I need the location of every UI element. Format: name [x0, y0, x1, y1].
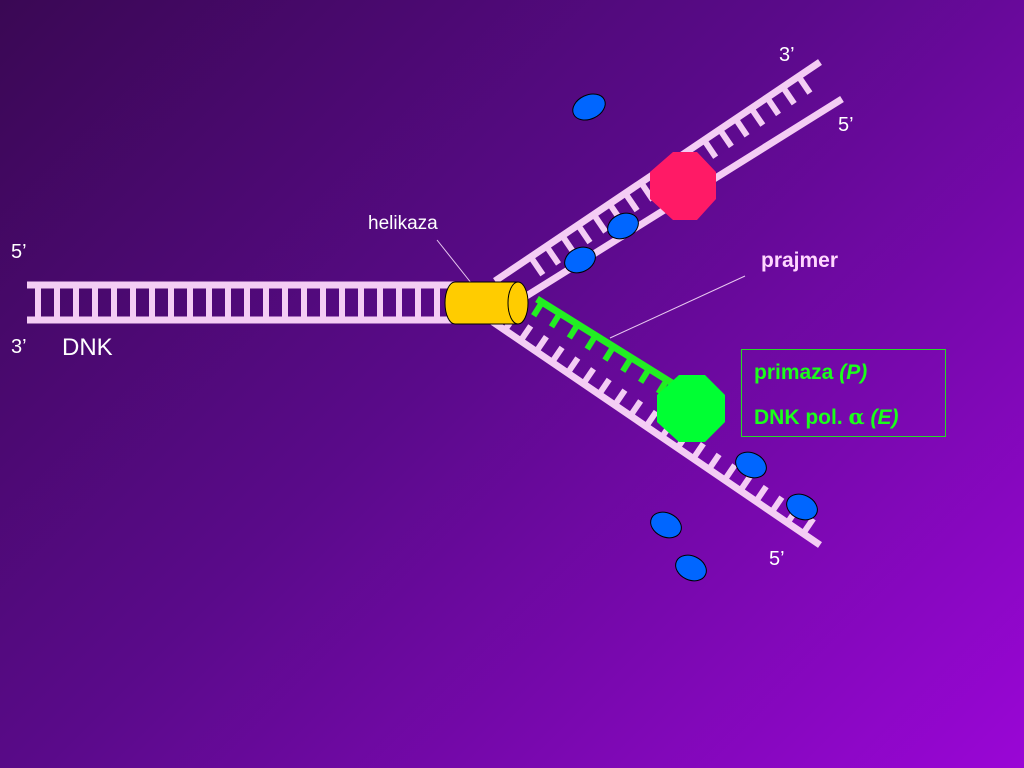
legend-primaza-text: primaza — [754, 361, 834, 384]
legend-primaza: primaza (P) — [754, 361, 867, 385]
base-rung — [529, 256, 546, 277]
base-rung — [769, 495, 785, 514]
legend-box: primaza (P) DNK pol. α (E) — [741, 349, 946, 437]
base-rung — [701, 138, 719, 159]
primer-backbone — [535, 296, 682, 391]
base-rung — [717, 128, 734, 149]
parental-base-pairs — [35, 285, 440, 320]
base-rung — [722, 463, 738, 482]
primer-rung — [638, 367, 652, 384]
base-rung — [549, 345, 565, 364]
five-prime-bottom-label: 5’ — [769, 548, 785, 570]
primer-rung — [548, 311, 563, 329]
five-prime-top-label: 5’ — [838, 114, 854, 136]
primer-rung — [531, 300, 545, 318]
ssb-protein-icon — [572, 93, 606, 121]
helikaza-pointer — [436, 239, 473, 285]
primer-rung — [584, 333, 599, 351]
base-rung — [733, 117, 750, 138]
base-rung — [764, 96, 781, 117]
ssb-proteins — [564, 93, 818, 582]
legend-dnk-pol-symbol: (E) — [870, 406, 899, 429]
primer-rung — [655, 378, 670, 396]
primer-rung — [602, 344, 616, 362]
base-rung — [800, 516, 816, 536]
legend-alpha: α — [848, 404, 865, 429]
base-rung — [690, 442, 706, 461]
base-rung — [753, 484, 769, 504]
base-rung — [796, 74, 813, 95]
base-rung — [749, 106, 766, 127]
red-octagon-enzyme-icon — [650, 152, 716, 220]
ssb-protein-icon — [564, 246, 596, 274]
base-rung — [623, 192, 640, 213]
lower-template-strand — [488, 313, 822, 548]
primer-rung — [566, 322, 581, 340]
base-rung — [643, 409, 659, 429]
base-rung — [737, 474, 753, 493]
ssb-protein-icon — [786, 493, 818, 521]
base-rung — [591, 213, 609, 234]
base-rung — [544, 245, 562, 266]
ssb-protein-icon — [650, 511, 682, 539]
helicase-icon — [444, 281, 529, 325]
green-octagon-enzyme-icon — [657, 375, 725, 442]
three-prime-left-label: 3’ — [11, 336, 27, 358]
base-rung — [627, 399, 644, 418]
five-prime-left-label: 5’ — [11, 241, 27, 263]
base-rung — [706, 452, 722, 471]
ssb-protein-icon — [675, 554, 707, 582]
primer-strand — [531, 296, 682, 396]
primer-bases — [531, 300, 670, 396]
base-rung — [580, 367, 596, 386]
dnk-label: DNK — [62, 334, 113, 361]
base-rung — [565, 356, 581, 375]
ssb-protein-icon — [607, 212, 639, 240]
prajmer-label: prajmer — [761, 249, 839, 272]
lower-strand-backbone — [488, 317, 822, 548]
ssb-protein-icon — [735, 451, 767, 479]
legend-dnk-pol-text: DNK pol. — [754, 406, 843, 429]
base-rung — [518, 324, 534, 343]
primer-rung — [620, 356, 634, 373]
base-rung — [612, 388, 628, 407]
three-prime-top-label: 3’ — [779, 44, 795, 66]
base-rung — [596, 377, 612, 397]
base-rung — [533, 334, 549, 354]
legend-primaza-symbol: (P) — [839, 361, 868, 384]
prajmer-pointer — [609, 275, 746, 339]
helikaza-label: helikaza — [368, 213, 438, 234]
legend-dnk-pol: DNK pol. α (E) — [754, 404, 899, 430]
parental-dna-duplex — [27, 281, 500, 324]
base-rung — [780, 85, 797, 106]
base-rung — [576, 224, 593, 245]
